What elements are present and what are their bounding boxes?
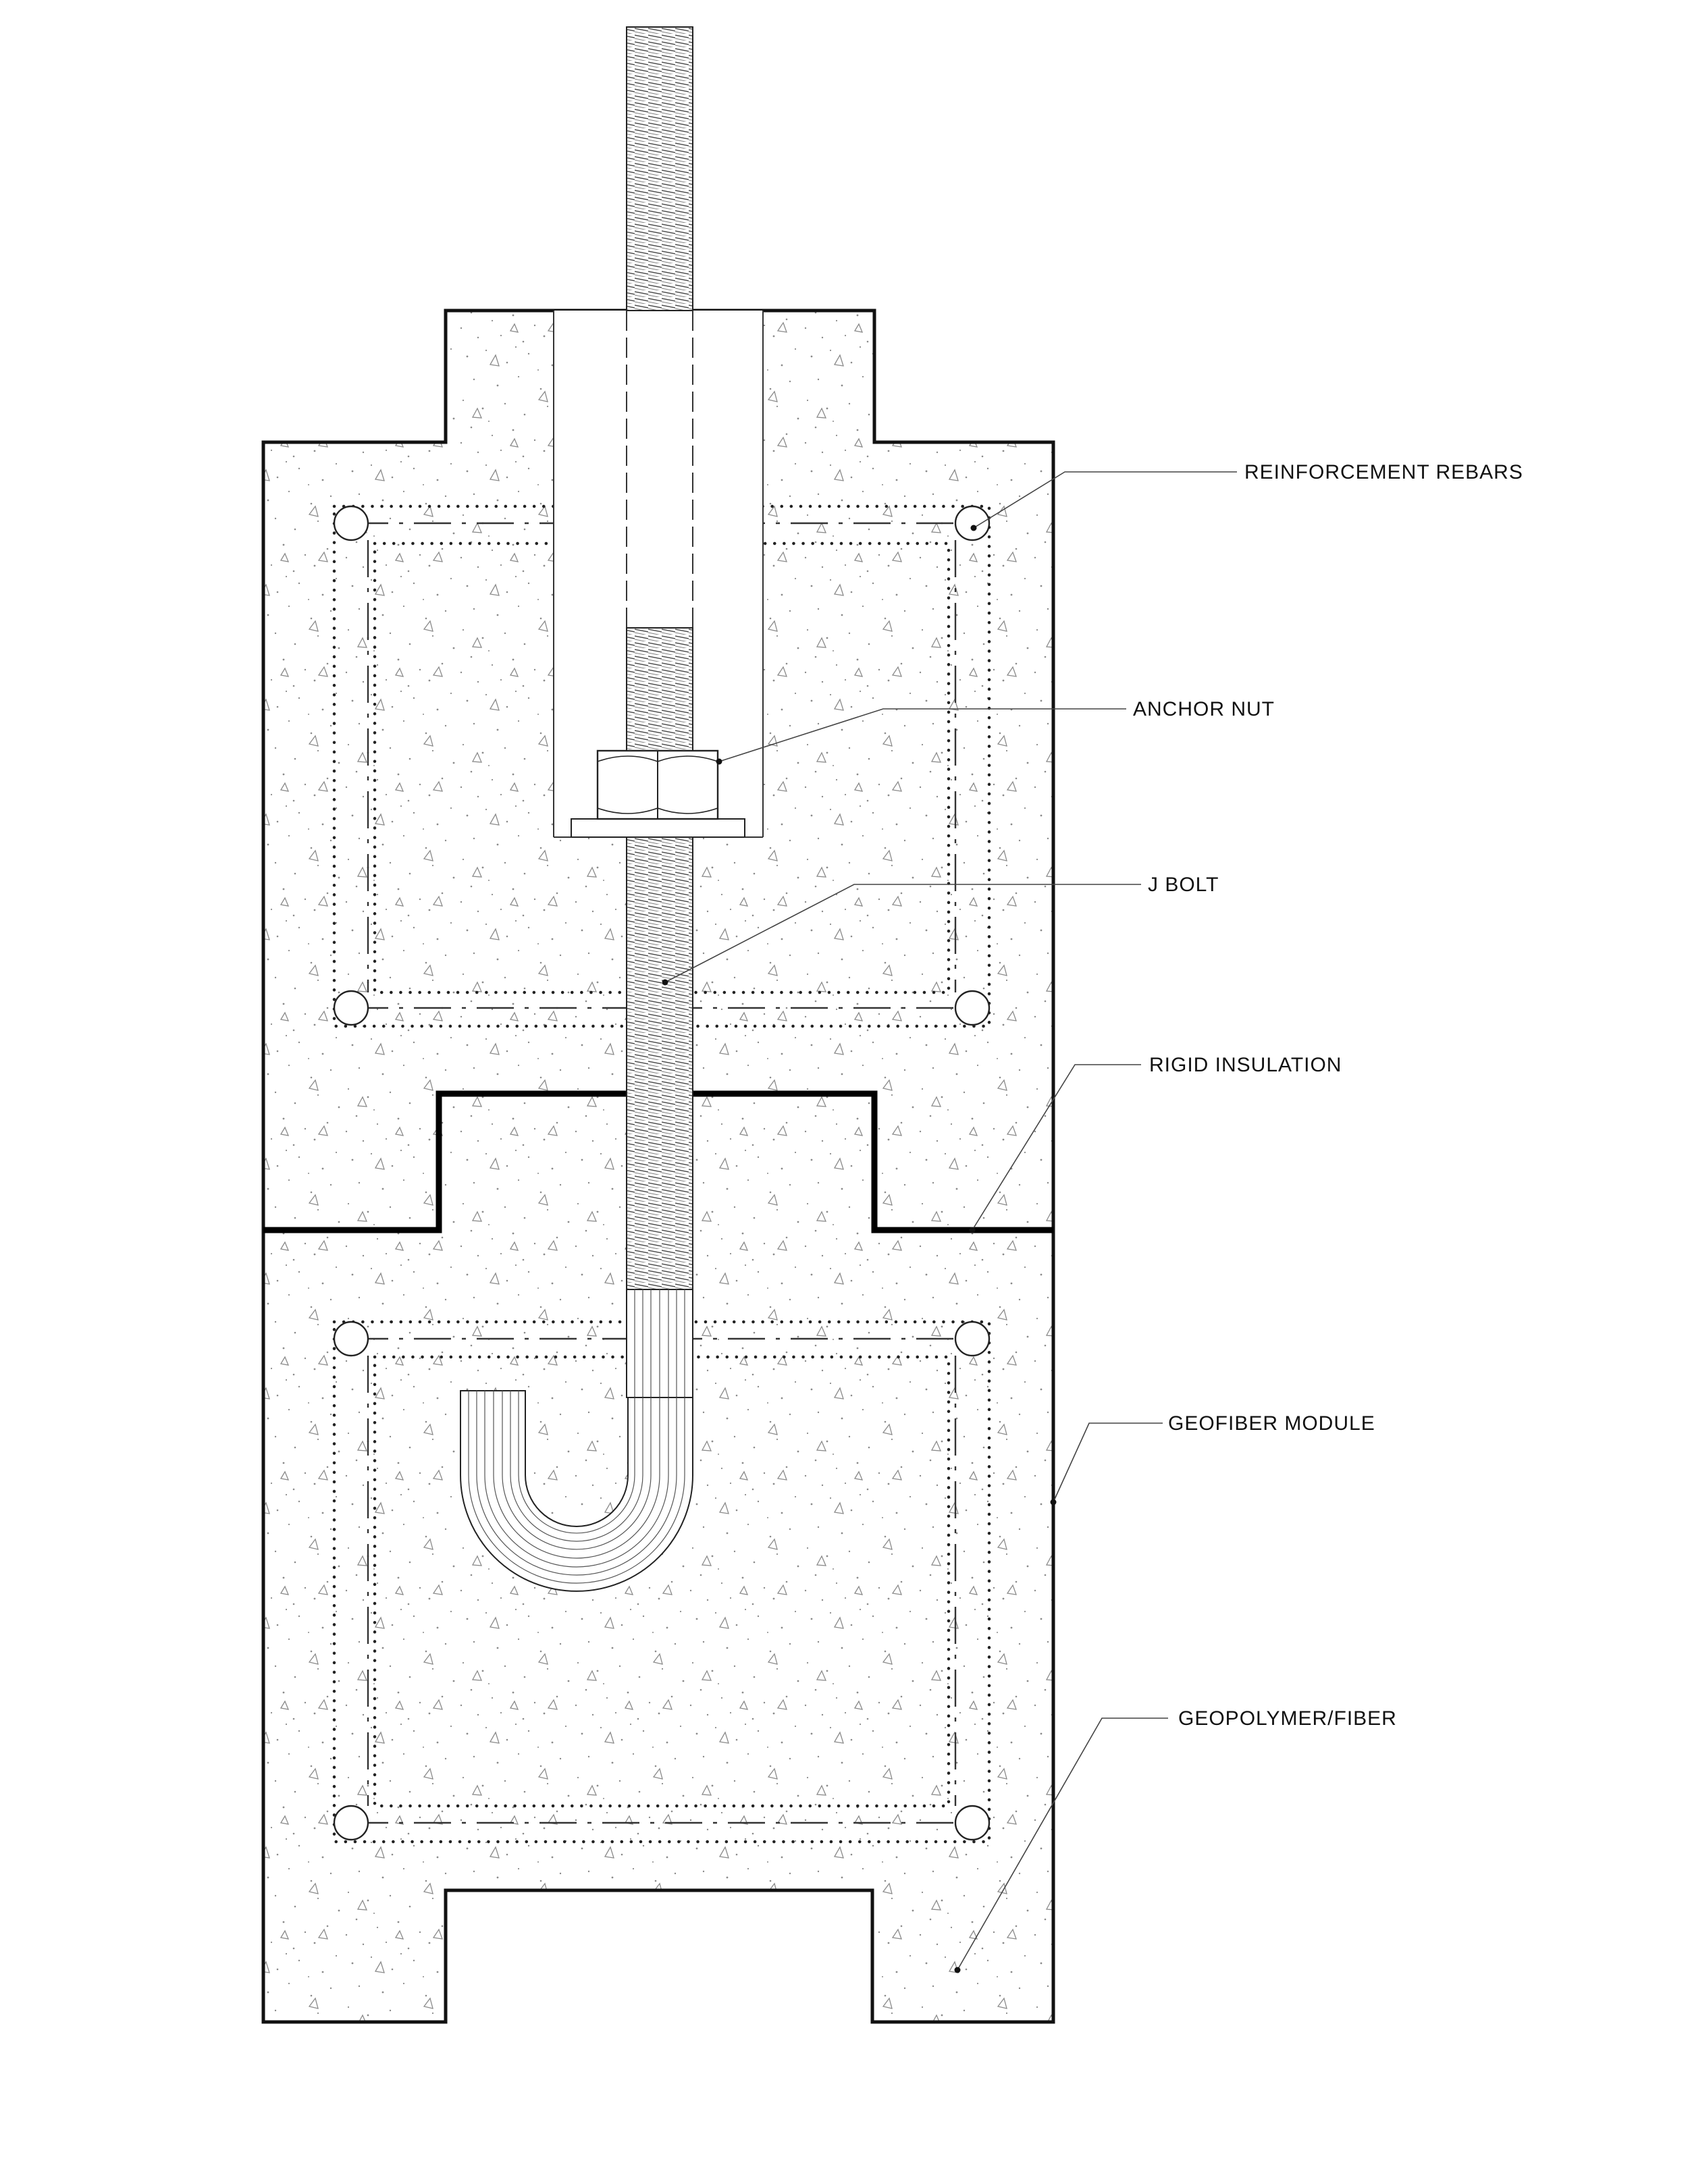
label-j-bolt: J BOLT (1148, 874, 1219, 896)
label-anchor-nut: ANCHOR NUT (1133, 698, 1275, 720)
callout-geofiber-module: GEOFIBER MODULE (1050, 1412, 1375, 1506)
rebar (333, 1805, 369, 1841)
rebar (333, 505, 369, 541)
washer (571, 818, 745, 838)
rebar (333, 990, 369, 1026)
rebar (954, 1805, 991, 1841)
callout-geopolymer-fiber: GEOPOLYMER/FIBER (954, 1707, 1397, 1973)
rebar (954, 505, 991, 541)
lower-module-outline (261, 1230, 1055, 2024)
label-geofiber-module: GEOFIBER MODULE (1168, 1412, 1375, 1435)
label-rigid-insulation: RIGID INSULATION (1149, 1054, 1342, 1076)
rebar (954, 990, 991, 1026)
anchor-nut-assembly (571, 749, 745, 838)
rebar (954, 1321, 991, 1357)
j-bolt (460, 26, 693, 1592)
callout-rigid-insulation: RIGID INSULATION (969, 1054, 1342, 1233)
callout-reinforcement-rebars: REINFORCEMENT REBARS (970, 461, 1523, 531)
upper-rebar-cage (332, 504, 991, 1028)
label-geopolymer-fiber: GEOPOLYMER/FIBER (1178, 1707, 1397, 1730)
callout-j-bolt: J BOLT (662, 874, 1219, 986)
rebar (333, 1321, 369, 1357)
callout-anchor-nut: ANCHOR NUT (716, 698, 1275, 765)
label-reinforcement-rebars: REINFORCEMENT REBARS (1244, 461, 1523, 483)
